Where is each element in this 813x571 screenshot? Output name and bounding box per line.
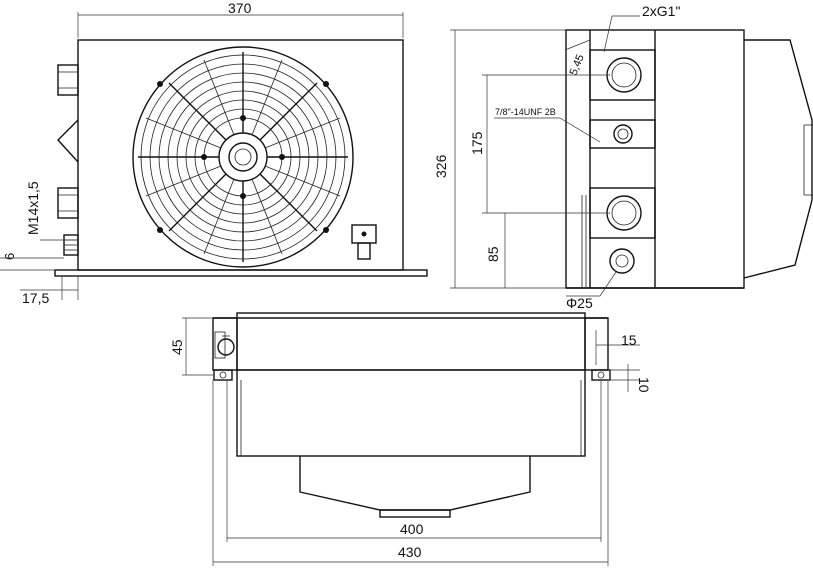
fan-housing [299,456,531,511]
cable-gland [357,242,371,260]
upper-port-boss [57,64,79,96]
top-view: 45 15 10 400 430 [169,312,652,566]
dim-foot-offset: 17,5 [22,290,49,306]
motor-hood [743,39,813,279]
top-cover [236,312,586,371]
dim-flange-10: 10 [636,377,652,393]
dim-flange-15: 15 [621,332,637,348]
dim-bottom-port: 85 [485,246,501,262]
front-view: 370 [0,0,428,306]
dim-base-height: 6 [2,253,17,260]
side-view: 2xG1" 5,45 7/8"-14UNF 2B 326 175 85 Φ25 [433,3,813,311]
dim-height-total: 326 [433,154,449,178]
core-block [236,369,586,457]
dim-unf-thread: 7/8"-14UNF 2B [495,107,556,117]
dim-pipe-dia: Φ25 [566,295,593,311]
dim-mount-width: 400 [400,521,424,537]
fan-guard [132,46,354,268]
dim-chamfer: 5,45 [568,53,587,77]
dim-overall-width: 430 [398,544,422,560]
dim-ports: 2xG1" [642,3,680,19]
motor-cap [379,509,451,518]
dim-top-depth: 45 [169,339,185,355]
housing-outline [77,39,404,271]
lower-port-boss [57,187,79,219]
base-plate [54,269,428,277]
dim-port-spacing: 175 [469,131,485,155]
side-wedge [57,119,79,163]
dim-front-width: 370 [228,0,252,16]
dim-thread-port: M14x1,5 [25,181,41,235]
